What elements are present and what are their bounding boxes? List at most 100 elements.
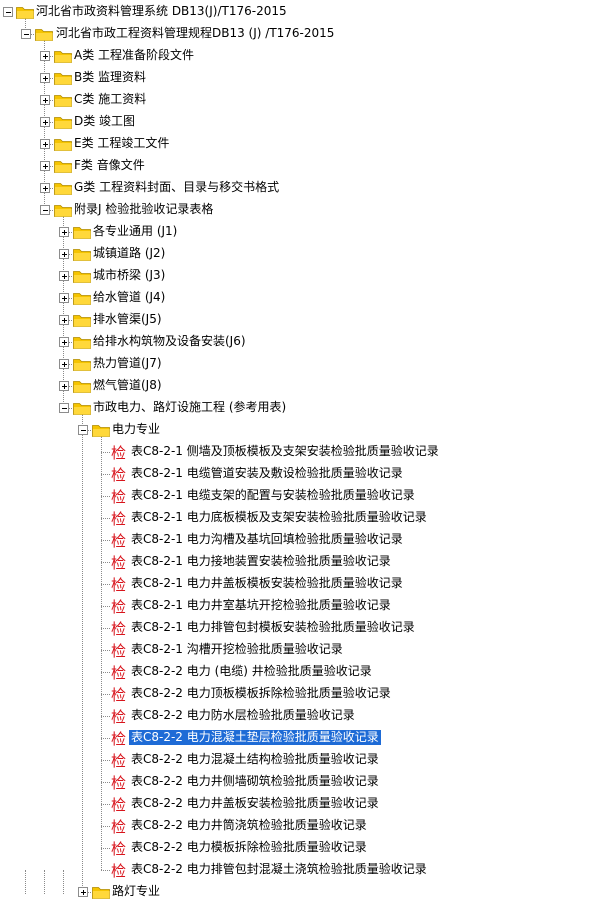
collapse-minus-icon[interactable] xyxy=(59,403,69,413)
tree-node-label: 市政电力、路灯设施工程 (参考用表) xyxy=(93,400,287,414)
tree-node-category[interactable]: A类 工程准备阶段文件 xyxy=(0,45,614,67)
folder-icon xyxy=(92,885,110,899)
tree-connector xyxy=(101,474,110,475)
check-mark-icon: 检 xyxy=(111,598,127,616)
check-mark-icon: 检 xyxy=(111,576,127,594)
tree-record[interactable]: 检表C8-2-2 电力 (电缆) 井检验批质量验收记录 xyxy=(0,661,614,683)
expand-plus-icon[interactable] xyxy=(40,95,50,105)
tree-node-category[interactable]: C类 施工资料 xyxy=(0,89,614,111)
tree-node-label: 表C8-2-1 侧墙及顶板模板及支架安装检验批质量验收记录 xyxy=(131,444,439,458)
expand-plus-icon[interactable] xyxy=(59,337,69,347)
expand-plus-icon[interactable] xyxy=(40,161,50,171)
tree-guide-line xyxy=(63,216,64,408)
tree-record[interactable]: 检表C8-2-2 电力井侧墙砌筑检验批质量验收记录 xyxy=(0,771,614,793)
tree-record[interactable]: 检表C8-2-2 电力混凝土垫层检验批质量验收记录 xyxy=(0,727,614,749)
tree-node-power[interactable]: 电力专业 xyxy=(0,419,614,441)
expand-plus-icon[interactable] xyxy=(78,887,88,897)
tree-record[interactable]: 检表C8-2-2 电力井盖板安装检验批质量验收记录 xyxy=(0,793,614,815)
tree-record[interactable]: 检表C8-2-1 电力井室基坑开挖检验批质量验收记录 xyxy=(0,595,614,617)
folder-icon xyxy=(54,49,72,63)
tree-node-power-lighting[interactable]: 市政电力、路灯设施工程 (参考用表) xyxy=(0,397,614,419)
tree-node-spec[interactable]: 河北省市政工程资料管理规程DB13 (J) /T176-2015 xyxy=(0,23,614,45)
expand-plus-icon[interactable] xyxy=(40,73,50,83)
expand-plus-icon[interactable] xyxy=(40,139,50,149)
tree-record[interactable]: 检表C8-2-2 电力混凝土结构检验批质量验收记录 xyxy=(0,749,614,771)
expand-plus-icon[interactable] xyxy=(40,117,50,127)
expand-plus-icon[interactable] xyxy=(40,51,50,61)
tree-connector xyxy=(101,760,110,761)
expand-plus-icon[interactable] xyxy=(59,381,69,391)
tree-node-appendix-child[interactable]: 城镇道路 (J2) xyxy=(0,243,614,265)
tree-node-label: 给排水构筑物及设备安装(J6) xyxy=(93,334,246,348)
folder-icon xyxy=(73,225,91,239)
tree-connector xyxy=(101,870,110,871)
tree-node-category[interactable]: E类 工程竣工文件 xyxy=(0,133,614,155)
tree-node-category[interactable]: D类 竣工图 xyxy=(0,111,614,133)
tree-record[interactable]: 检表C8-2-1 沟槽开挖检验批质量验收记录 xyxy=(0,639,614,661)
folder-icon xyxy=(73,291,91,305)
tree-node-label: 电力专业 xyxy=(112,422,161,436)
expand-plus-icon[interactable] xyxy=(59,227,69,237)
collapse-minus-icon[interactable] xyxy=(78,425,88,435)
expand-plus-icon[interactable] xyxy=(59,359,69,369)
tree-node-category[interactable]: B类 监理资料 xyxy=(0,67,614,89)
tree-node-appendix-child[interactable]: 给排水构筑物及设备安装(J6) xyxy=(0,331,614,353)
collapse-minus-icon[interactable] xyxy=(21,29,31,39)
expand-plus-icon[interactable] xyxy=(59,249,69,259)
tree-record[interactable]: 检表C8-2-1 电缆支架的配置与安装检验批质量验收记录 xyxy=(0,485,614,507)
collapse-minus-icon[interactable] xyxy=(40,205,50,215)
tree-node-category[interactable]: G类 工程资料封面、目录与移交书格式 xyxy=(0,177,614,199)
tree-record[interactable]: 检表C8-2-1 侧墙及顶板模板及支架安装检验批质量验收记录 xyxy=(0,441,614,463)
folder-icon xyxy=(73,313,91,327)
check-mark-icon: 检 xyxy=(111,466,127,484)
tree-node-appendix-child[interactable]: 燃气管道(J8) xyxy=(0,375,614,397)
expand-plus-icon[interactable] xyxy=(59,293,69,303)
folder-icon xyxy=(73,247,91,261)
collapse-minus-icon[interactable] xyxy=(3,7,13,17)
tree-connector xyxy=(101,804,110,805)
tree-node-appendix-child[interactable]: 各专业通用 (J1) xyxy=(0,221,614,243)
check-mark-icon: 检 xyxy=(111,752,127,770)
tree-node-appendix-child[interactable]: 排水管渠(J5) xyxy=(0,309,614,331)
tree-node-label: 表C8-2-2 电力混凝土结构检验批质量验收记录 xyxy=(131,752,379,766)
tree-node-label: 城镇道路 (J2) xyxy=(93,246,166,260)
tree-node-label: E类 工程竣工文件 xyxy=(74,136,170,150)
check-mark-icon: 检 xyxy=(111,686,127,704)
tree-record[interactable]: 检表C8-2-2 电力顶板模板拆除检验批质量验收记录 xyxy=(0,683,614,705)
check-mark-icon: 检 xyxy=(111,620,127,638)
tree-record[interactable]: 检表C8-2-1 电力井盖板模板安装检验批质量验收记录 xyxy=(0,573,614,595)
tree-record[interactable]: 检表C8-2-2 电力排管包封混凝土浇筑检验批质量验收记录 xyxy=(0,859,614,881)
tree-record[interactable]: 检表C8-2-1 电力排管包封模板安装检验批质量验收记录 xyxy=(0,617,614,639)
check-mark-icon: 检 xyxy=(111,554,127,572)
tree-node-appendix-child[interactable]: 热力管道(J7) xyxy=(0,353,614,375)
tree-node-label: 表C8-2-1 电力井盖板模板安装检验批质量验收记录 xyxy=(131,576,403,590)
tree-node-label: 表C8-2-2 电力顶板模板拆除检验批质量验收记录 xyxy=(131,686,391,700)
tree-record[interactable]: 检表C8-2-1 电力底板模板及支架安装检验批质量验收记录 xyxy=(0,507,614,529)
tree-connector xyxy=(101,518,110,519)
tree-record[interactable]: 检表C8-2-2 电力模板拆除检验批质量验收记录 xyxy=(0,837,614,859)
folder-icon xyxy=(73,379,91,393)
tree-record[interactable]: 检表C8-2-1 电力沟槽及基坑回填检验批质量验收记录 xyxy=(0,529,614,551)
tree-node-appendix[interactable]: 附录J 检验批验收记录表格 xyxy=(0,199,614,221)
tree-record[interactable]: 检表C8-2-1 电缆管道安装及敷设检验批质量验收记录 xyxy=(0,463,614,485)
tree-record[interactable]: 检表C8-2-2 电力防水层检验批质量验收记录 xyxy=(0,705,614,727)
expand-plus-icon[interactable] xyxy=(59,315,69,325)
tree-node-category[interactable]: F类 音像文件 xyxy=(0,155,614,177)
tree-guide-line xyxy=(44,870,45,894)
tree-node-label: 附录J 检验批验收记录表格 xyxy=(74,202,214,216)
tree-connector xyxy=(101,650,110,651)
tree-record[interactable]: 检表C8-2-2 电力井筒浇筑检验批质量验收记录 xyxy=(0,815,614,837)
expand-plus-icon[interactable] xyxy=(40,183,50,193)
tree-node-appendix-child[interactable]: 城市桥梁 (J3) xyxy=(0,265,614,287)
tree-record[interactable]: 检表C8-2-1 电力接地装置安装检验批质量验收记录 xyxy=(0,551,614,573)
tree-node-label: G类 工程资料封面、目录与移交书格式 xyxy=(74,180,280,194)
tree-node-label: 表C8-2-2 电力排管包封混凝土浇筑检验批质量验收记录 xyxy=(131,862,427,876)
check-mark-icon: 检 xyxy=(111,818,127,836)
tree-guide-line xyxy=(25,870,26,894)
tree-node-label: 河北省市政工程资料管理规程DB13 (J) /T176-2015 xyxy=(56,26,335,40)
tree-node-street-lamp[interactable]: 路灯专业 xyxy=(0,881,614,903)
folder-icon xyxy=(73,269,91,283)
expand-plus-icon[interactable] xyxy=(59,271,69,281)
tree-node-appendix-child[interactable]: 给水管道 (J4) xyxy=(0,287,614,309)
tree-root[interactable]: 河北省市政资料管理系统 DB13(J)/T176-2015 xyxy=(0,1,614,23)
